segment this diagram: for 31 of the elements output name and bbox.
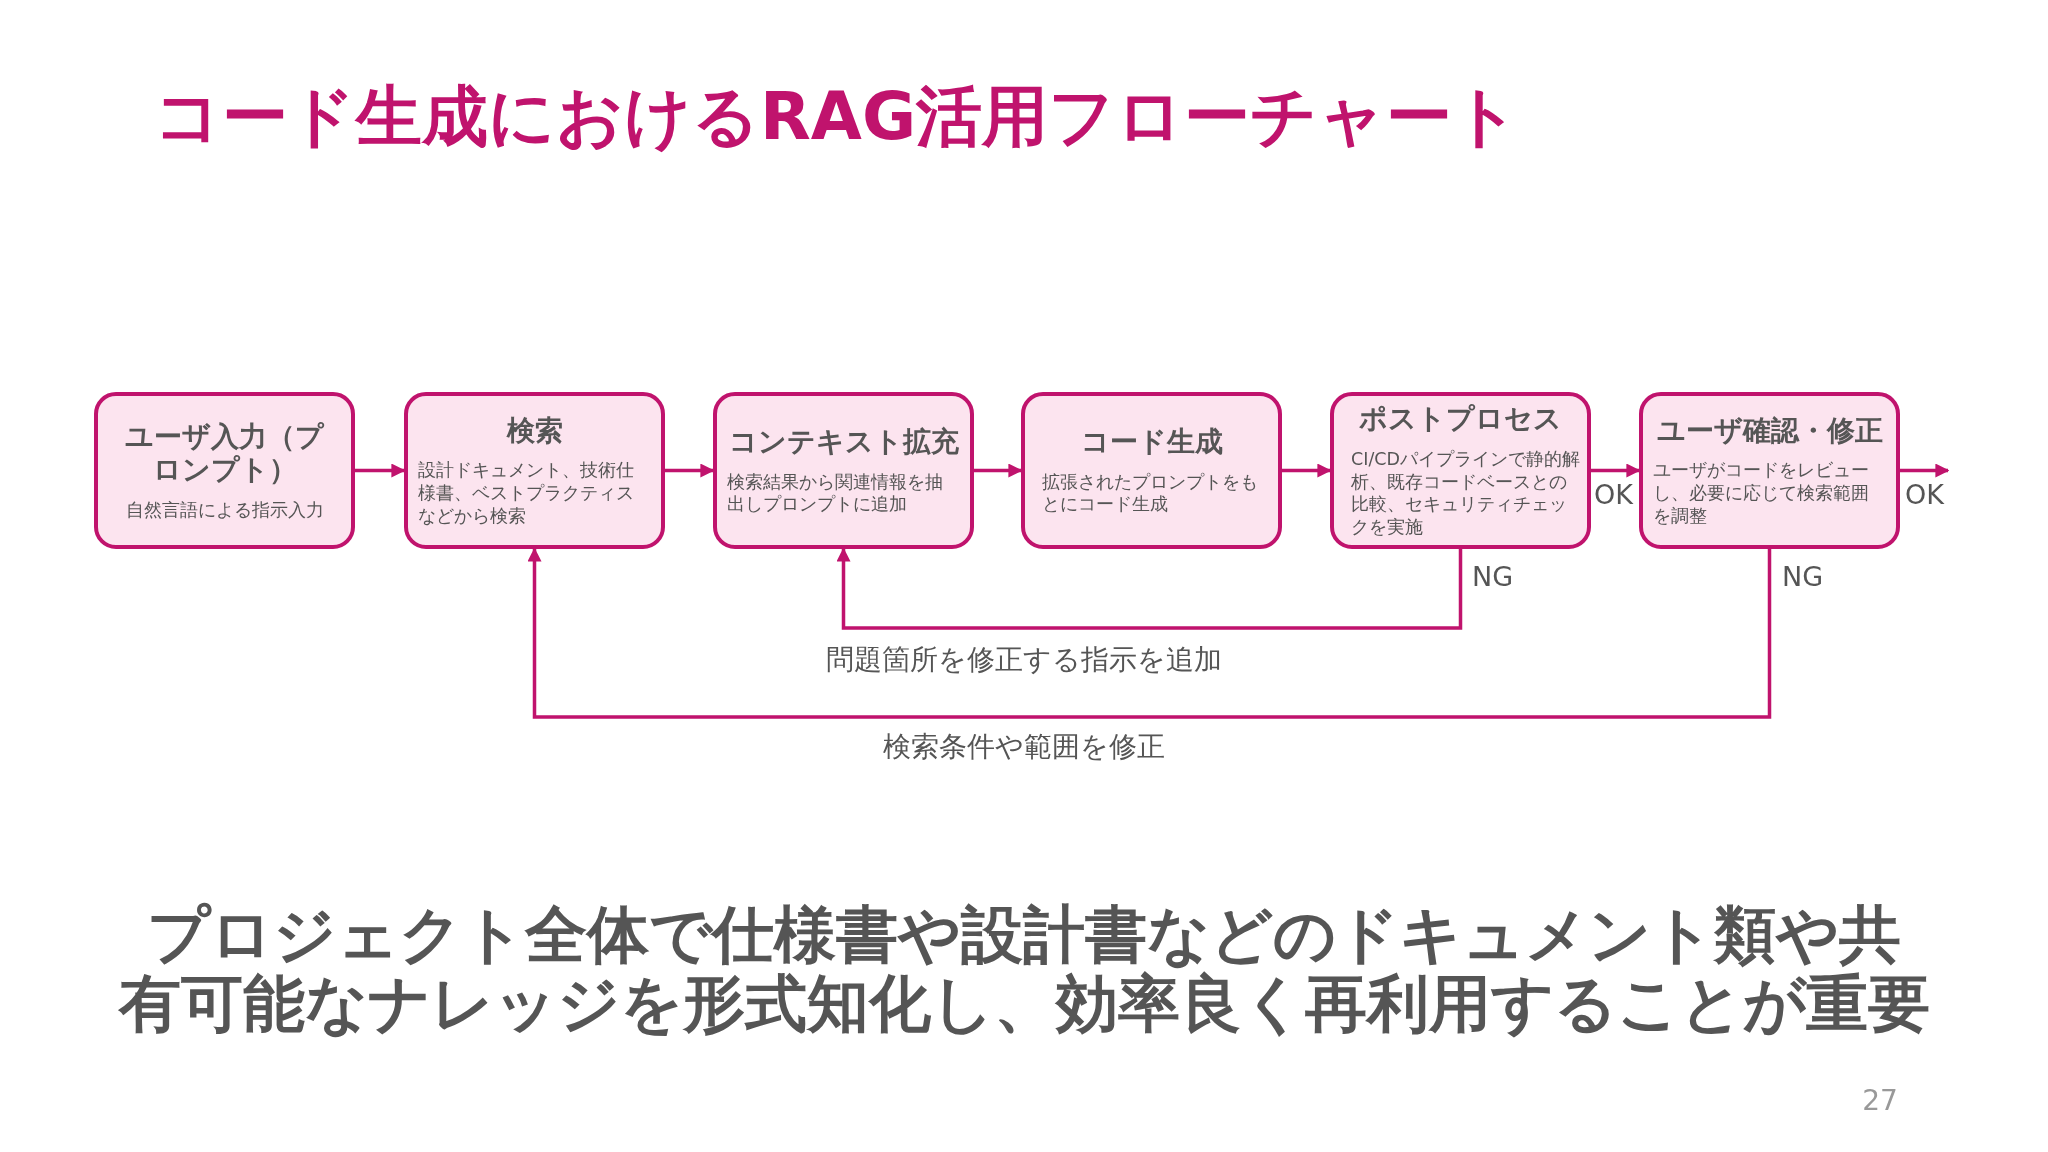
page-number: 27 [1862, 1084, 1898, 1118]
step-description: 設計ドキュメント、技術仕様書、ベストプラクティスなどから検索 [418, 459, 635, 528]
loop-note: 検索条件や範囲を修正 [883, 730, 1165, 764]
arrow [836, 547, 1463, 630]
process-box [404, 392, 665, 549]
loop-note: 問題箇所を修正する指示を追加 [826, 643, 1222, 677]
step-description: CI/CDパイプラインで静的解析、既存コードベースとの比較、セキュリティチェックを実施 [1350, 447, 1581, 539]
step-description: 検索結果から関連情報を抽出しプロンプトに追加 [727, 470, 944, 517]
process-box [1639, 392, 1900, 549]
arrow [974, 463, 1023, 478]
arrow [1591, 463, 1641, 478]
title: コード生成におけるRAG活用フローチャート [154, 77, 1521, 157]
step-description: 拡張されたプロンプトをもとにコード生成 [1041, 470, 1259, 517]
step-title: ユーザ入力（プロンプト） [124, 419, 325, 487]
step-description: ユーザがコードをレビューし、必要に応じて検索範囲を調整 [1653, 459, 1870, 528]
step-title: ポストプロセス [1359, 402, 1562, 436]
step-title: コンテキスト拡充 [728, 424, 959, 459]
arrow [527, 547, 1772, 719]
arrow [355, 463, 406, 478]
summary-text: プロジェクト全体で仕様書や設計書などのドキュメント類や共有可能なナレッジを形式知化し、効率良く再利用することが重要 [117, 900, 1931, 1039]
arrow [1282, 463, 1332, 478]
step-title: 検索 [506, 413, 563, 448]
process-box [1021, 392, 1282, 549]
process-box [94, 392, 355, 549]
step-description: 自然言語による指示入力 [124, 498, 325, 522]
process-box [1330, 392, 1591, 549]
process-box [713, 392, 974, 549]
step-title: コード生成 [1080, 424, 1223, 459]
arrow [665, 463, 715, 478]
step-title: ユーザ確認・修正 [1656, 413, 1883, 448]
arrow [1900, 463, 1950, 478]
